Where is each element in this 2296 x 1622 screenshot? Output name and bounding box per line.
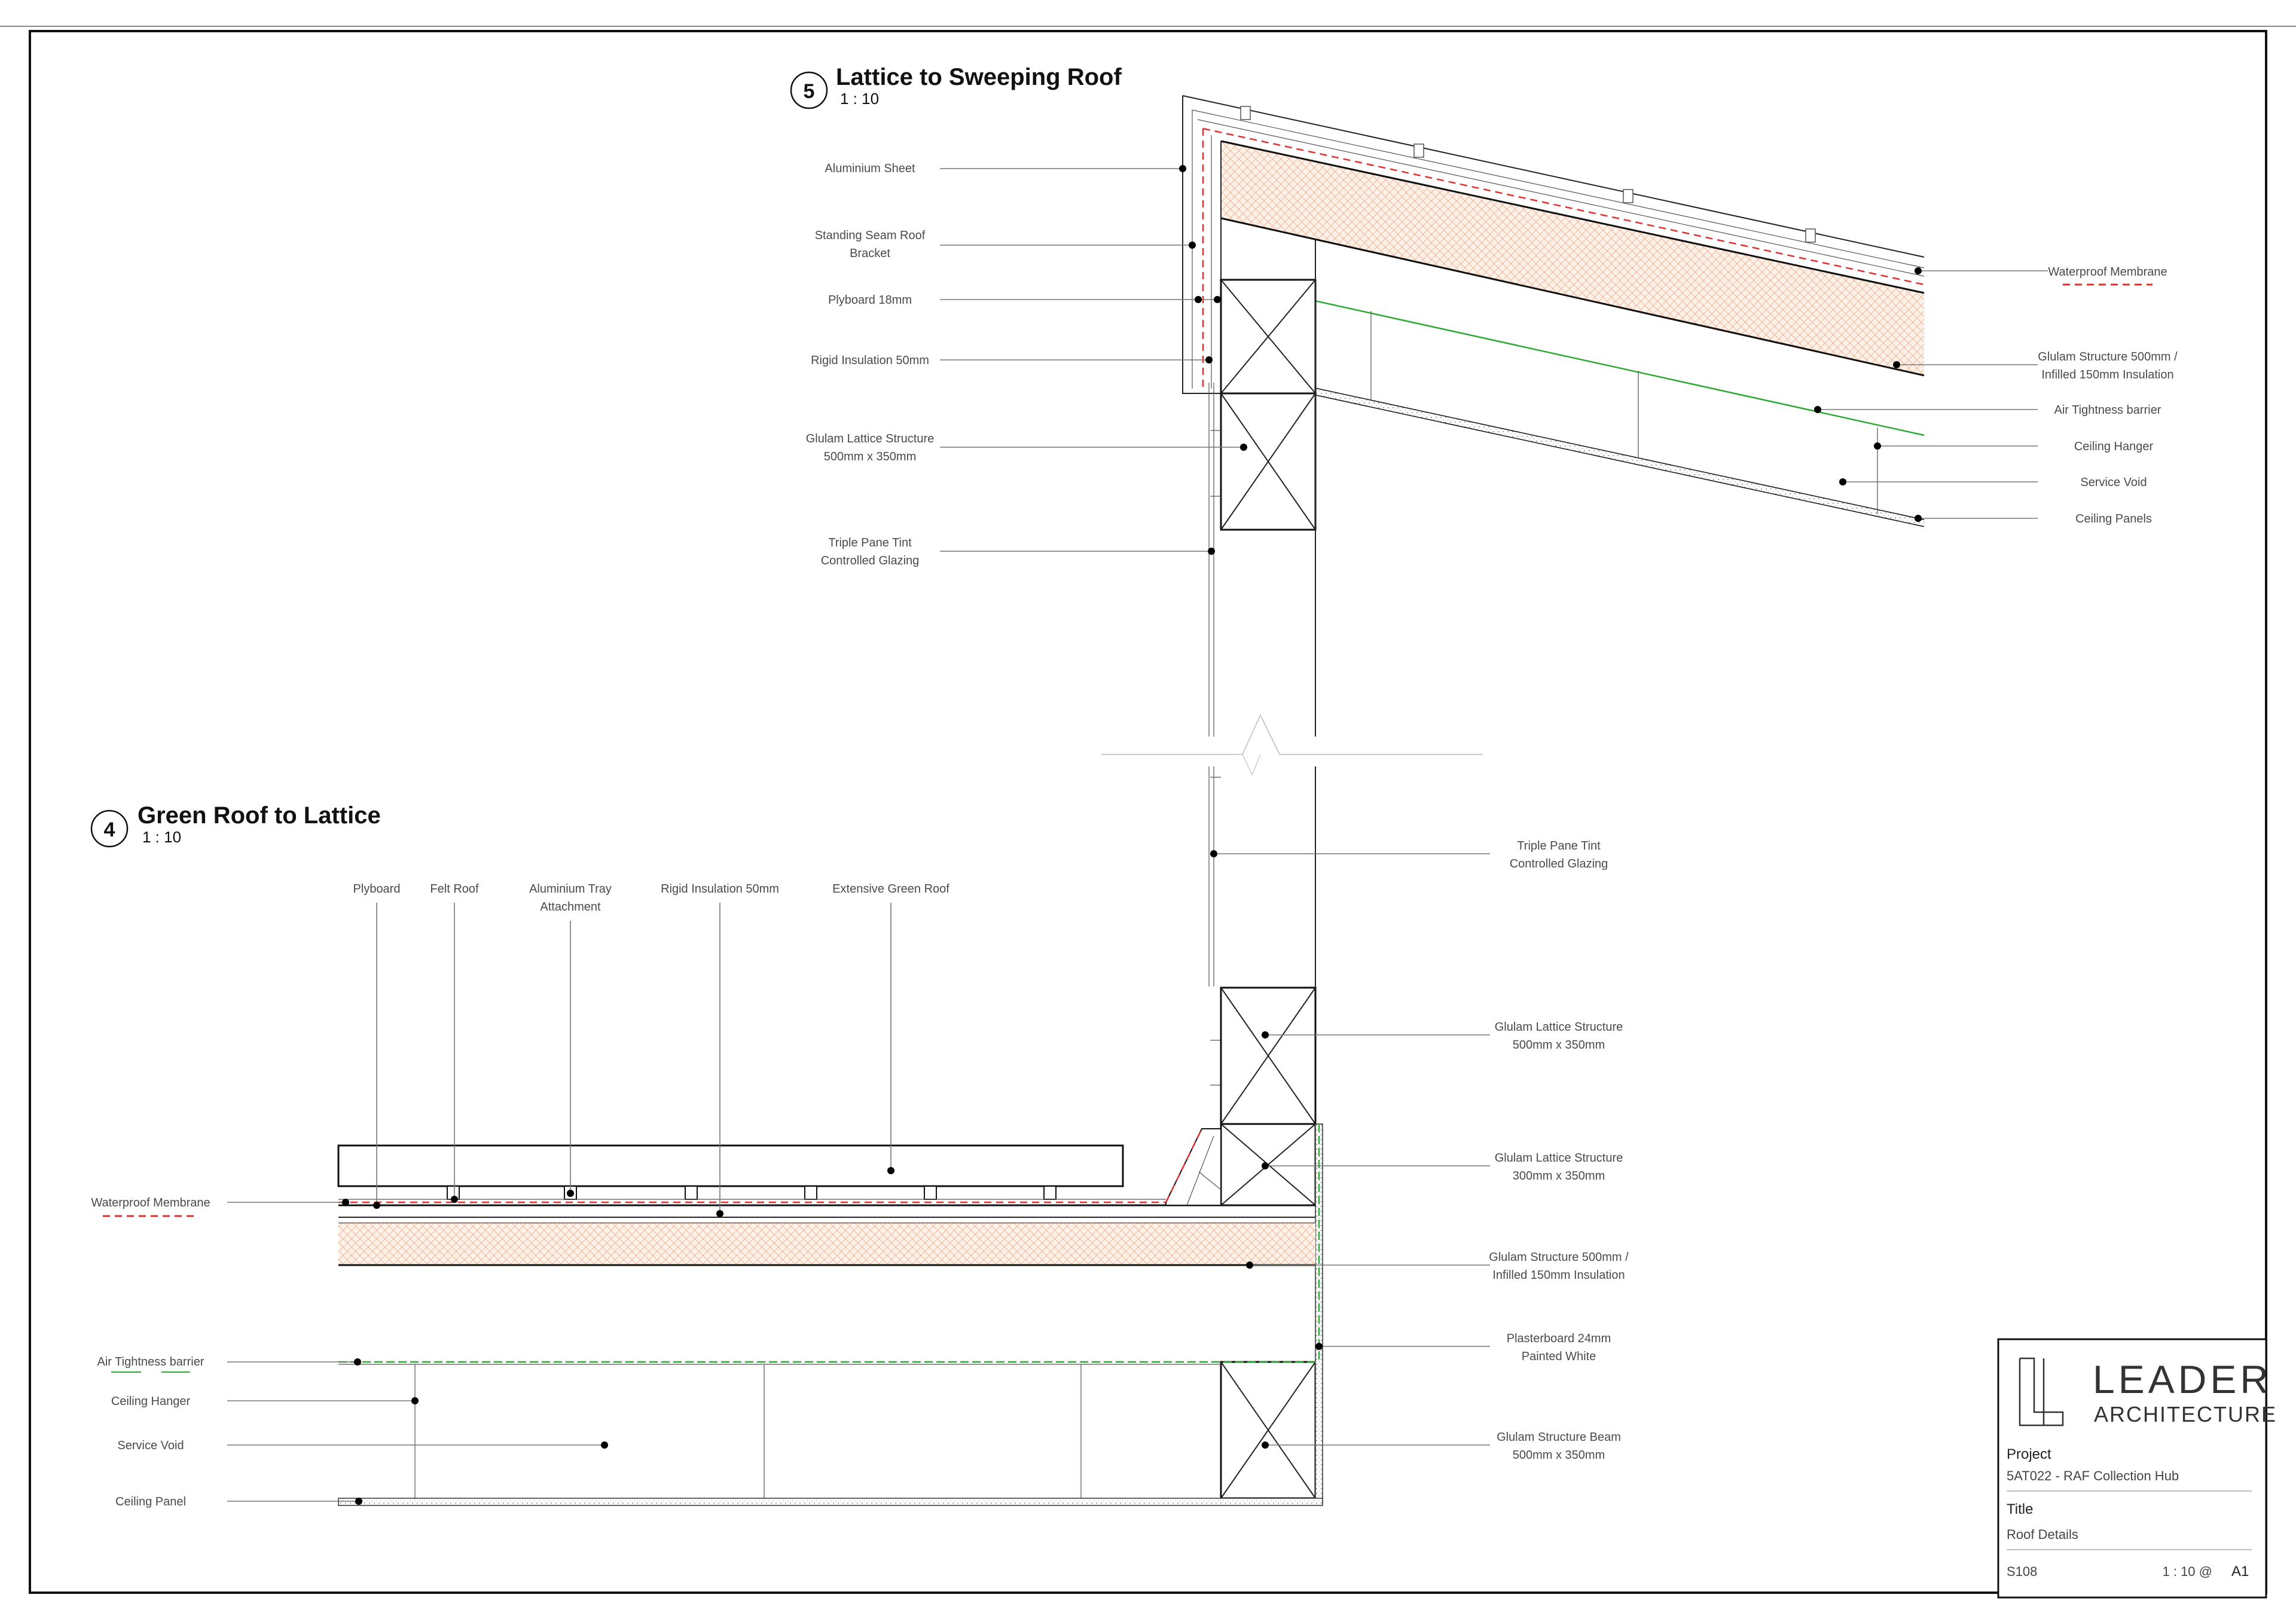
title-block: LEADER ARCHITECTURE Project 5AT022 - RAF…: [1997, 1338, 2277, 1599]
title-heading: Title: [2007, 1501, 2033, 1517]
detail-4-number: 4: [104, 818, 115, 841]
label-ceiling-hanger: Ceiling Hanger: [111, 1395, 191, 1408]
seam-bracket: [1805, 228, 1816, 243]
plasterboard: [1315, 1123, 1323, 1504]
roof-deck-line: [1220, 140, 1925, 294]
seam-bracket: [1623, 189, 1634, 203]
label-plyboard: Plyboard: [353, 882, 401, 896]
detail-4: 4 Green Roof to Lattice 1 : 10: [90, 766, 1629, 1508]
ceiling-panel: [338, 1498, 1323, 1506]
label-extensive-green-roof: Extensive Green Roof: [832, 882, 949, 896]
glulam-soffit-line: [1220, 217, 1925, 377]
detail-5-number-bubble: [790, 71, 828, 109]
detail-4-lattice: [1220, 986, 1317, 1499]
detail-5-lattice-column: [1208, 239, 1317, 737]
label-waterproof-membrane: Waterproof Membrane: [91, 1196, 210, 1209]
label-rigid-insulation-50mm: Rigid Insulation 50mm: [811, 354, 929, 367]
detail-5: 5 Lattice to Sweeping Roof 1 : 10: [790, 64, 2178, 776]
detail-5-right-labels: Waterproof Membrane Glulam Structure 500…: [1814, 265, 2178, 526]
logo-wordmark-top: LEADER: [2093, 1357, 2272, 1401]
label-glulam-structure-infilled: Glulam Structure 500mm /Infilled 150mm I…: [1489, 1251, 1629, 1282]
label-service-void: Service Void: [117, 1439, 184, 1452]
roof-waterproof-membrane: [1202, 127, 1925, 286]
detail-4-title: Green Roof to Lattice: [138, 802, 381, 829]
detail-5-roof-section: [1182, 95, 1925, 527]
sheet-border: [29, 30, 2267, 1594]
detail-5-scale: 1 : 10: [840, 90, 879, 108]
logo-wordmark-bottom: ARCHITECTURE: [2094, 1402, 2277, 1426]
detail-5-number: 5: [804, 80, 815, 103]
detail-4-roof-buildup: [337, 1128, 1323, 1506]
label-air-tightness-barrier: Air Tightness barrier: [97, 1355, 204, 1369]
project-heading: Project: [2007, 1446, 2051, 1462]
sheet-number: S108: [2007, 1564, 2037, 1579]
fascia-outline: [1182, 96, 1221, 394]
detail-5-heading: 5 Lattice to Sweeping Roof 1 : 10: [790, 64, 1122, 109]
label-ceiling-hanger: Ceiling Hanger: [2074, 440, 2154, 453]
label-waterproof-membrane: Waterproof Membrane: [2048, 265, 2167, 279]
label-felt-roof: Felt Roof: [430, 882, 479, 896]
glulam-infill-insulation: [338, 1223, 1315, 1265]
detail-4-scale: 1 : 10: [142, 828, 181, 846]
label-glulam-structure-infilled: Glulam Structure 500mm /Infilled 150mm I…: [2038, 350, 2178, 381]
seam-bracket: [1240, 106, 1251, 120]
detail-4-number-bubble: [90, 810, 129, 848]
parapet-upstand: [1165, 1128, 1222, 1206]
sheet-size: A1: [2231, 1563, 2249, 1580]
label-ceiling-panels: Ceiling Panels: [2075, 512, 2152, 526]
break-line-upper: [1101, 714, 1483, 755]
label-air-tightness-barrier: Air Tightness barrier: [2054, 404, 2161, 417]
scale-value: 1 : 10 @: [2163, 1564, 2213, 1579]
label-plyboard-18mm: Plyboard 18mm: [828, 294, 912, 307]
project-value: 5AT022 - RAF Collection Hub: [2007, 1468, 2179, 1483]
logo-mark-icon: [2019, 1357, 2064, 1426]
detail-4-heading: 4 Green Roof to Lattice 1 : 10: [90, 802, 381, 848]
title-value: Roof Details: [2007, 1527, 2078, 1542]
label-aluminium-sheet: Aluminium Sheet: [825, 162, 915, 175]
detail-5-title: Lattice to Sweeping Roof: [836, 64, 1122, 90]
label-ceiling-panel: Ceiling Panel: [115, 1495, 186, 1508]
title-block-frame: [1997, 1338, 2267, 1599]
company-logo: LEADER ARCHITECTURE: [2019, 1357, 2277, 1426]
extensive-green-roof: [337, 1144, 1124, 1187]
label-service-void: Service Void: [2080, 476, 2147, 489]
roof-air-tightness-barrier: [1219, 279, 1925, 436]
aluminium-sheet-line: [1182, 95, 1925, 258]
detail-4-left-labels: Waterproof Membrane Air Tightness barrie…: [91, 1196, 608, 1508]
roof-insulation-fill: [1221, 141, 1924, 375]
seam-bracket: [1413, 143, 1424, 158]
label-rigid-insulation-50mm: Rigid Insulation 50mm: [661, 882, 779, 896]
